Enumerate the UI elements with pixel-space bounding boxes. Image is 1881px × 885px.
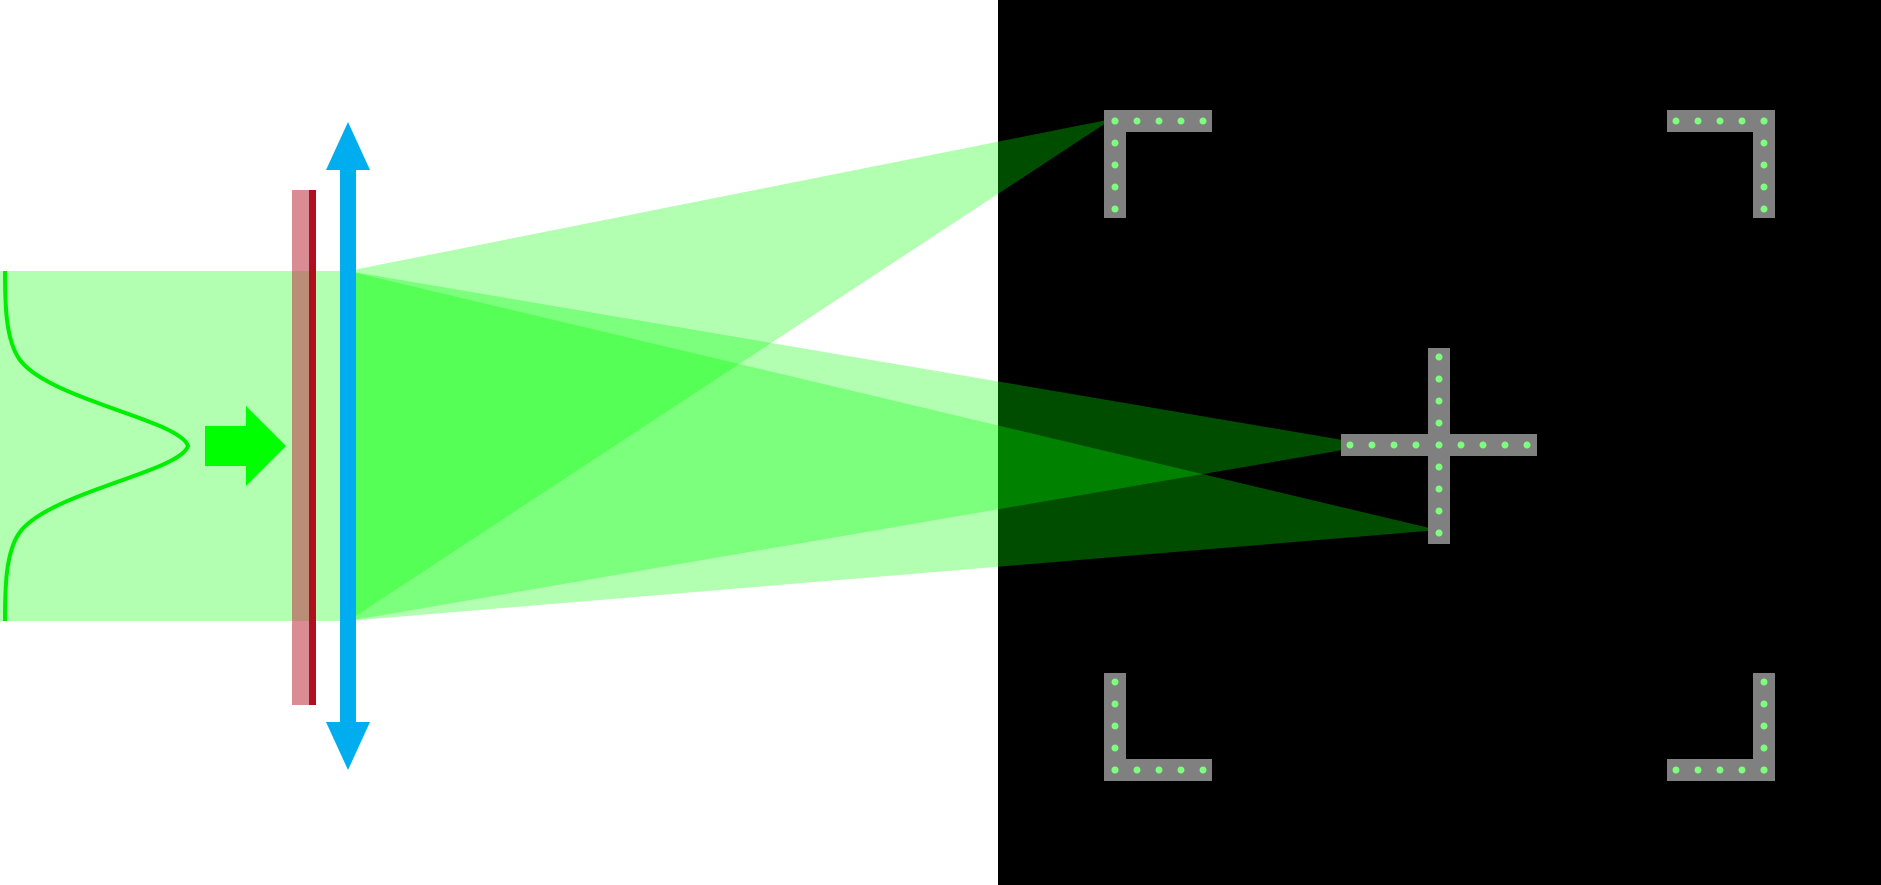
crosshair-marker-center-dot (1435, 441, 1443, 449)
input-beam (0, 271, 348, 621)
output-beams (348, 119, 1438, 621)
bottom-right-marker-h-dot (1716, 766, 1724, 774)
gaussian-profile-curve (3, 270, 191, 622)
lens-top-arrowhead (326, 122, 370, 170)
top-left-marker-h-dot (1177, 117, 1185, 125)
top-right-marker-v-dot (1760, 205, 1768, 213)
top-left-marker-v-dot (1111, 161, 1119, 169)
crosshair-marker-right-dot (1457, 441, 1465, 449)
lens-bottom-arrowhead (326, 722, 370, 770)
crosshair-marker-left-dot (1412, 441, 1420, 449)
mask-plate (292, 190, 316, 705)
bottom-left-marker-h-dot (1133, 766, 1141, 774)
crosshair-marker-top-dot (1435, 397, 1443, 405)
top-right-marker-h-dot (1694, 117, 1702, 125)
top-right-marker-v-dot (1760, 183, 1768, 191)
bottom-right-marker-v-dot (1760, 700, 1768, 708)
bottom-left-marker-h-dot (1111, 766, 1119, 774)
top-left-marker-v-dot (1111, 183, 1119, 191)
crosshair-marker-bottom-dot (1435, 485, 1443, 493)
crosshair-marker-left-dot (1390, 441, 1398, 449)
bottom-left-marker-v-dot (1111, 722, 1119, 730)
bottom-left-marker-v-dot (1111, 678, 1119, 686)
crosshair-marker-right-dot (1479, 441, 1487, 449)
crosshair-marker-bottom-dot (1435, 463, 1443, 471)
right-arrow-icon (205, 406, 286, 486)
top-left-marker-v-dot (1111, 139, 1119, 147)
top-right-marker-h-dot (1716, 117, 1724, 125)
crosshair-marker-left-dot (1368, 441, 1376, 449)
left-background (0, 0, 998, 885)
top-right-marker-v-dot (1760, 117, 1768, 125)
filter-plate (292, 190, 309, 705)
lens-body (340, 166, 356, 726)
target-markers (1104, 110, 1775, 781)
bottom-right-marker-v-dot (1760, 744, 1768, 752)
beam-to-crosshair-horizontal (348, 271, 1372, 621)
crosshair-marker-right-dot (1501, 441, 1509, 449)
double-arrow-lens-icon (326, 122, 370, 770)
bottom-right-marker-h-dot (1738, 766, 1746, 774)
bottom-right-marker-v-dot (1760, 678, 1768, 686)
top-left-marker-h-dot (1199, 117, 1207, 125)
crosshair-marker-bottom-dot (1435, 507, 1443, 515)
bottom-left-marker-h-dot (1199, 766, 1207, 774)
top-right-marker-v-dot (1760, 139, 1768, 147)
top-right-marker-h-dot (1738, 117, 1746, 125)
crosshair-marker-top-dot (1435, 419, 1443, 427)
bottom-left-marker-h-dot (1177, 766, 1185, 774)
crosshair-marker-top-dot (1435, 375, 1443, 383)
top-right-marker-v-dot (1760, 161, 1768, 169)
bottom-right-marker-h-dot (1672, 766, 1680, 774)
bottom-left-marker-v-dot (1111, 744, 1119, 752)
top-left-marker-v-dot (1111, 205, 1119, 213)
crosshair-marker-left-dot (1346, 441, 1354, 449)
bottom-right-marker-h-dot (1760, 766, 1768, 774)
beam-to-crosshair-vertical (348, 271, 1438, 621)
top-left-marker-v-dot (1111, 117, 1119, 125)
filter-edge (309, 190, 316, 705)
crosshair-marker-top-dot (1435, 353, 1443, 361)
top-left-marker-h-dot (1155, 117, 1163, 125)
bottom-left-marker-h-dot (1155, 766, 1163, 774)
beam-to-top-left-marker (348, 119, 1112, 621)
top-right-marker-h-dot (1672, 117, 1680, 125)
bottom-right-marker-v-dot (1760, 722, 1768, 730)
bottom-right-marker-h-dot (1694, 766, 1702, 774)
bottom-left-marker-v-dot (1111, 700, 1119, 708)
crosshair-marker-bottom-dot (1435, 529, 1443, 537)
crosshair-marker-right-dot (1523, 441, 1531, 449)
top-left-marker-h-dot (1133, 117, 1141, 125)
